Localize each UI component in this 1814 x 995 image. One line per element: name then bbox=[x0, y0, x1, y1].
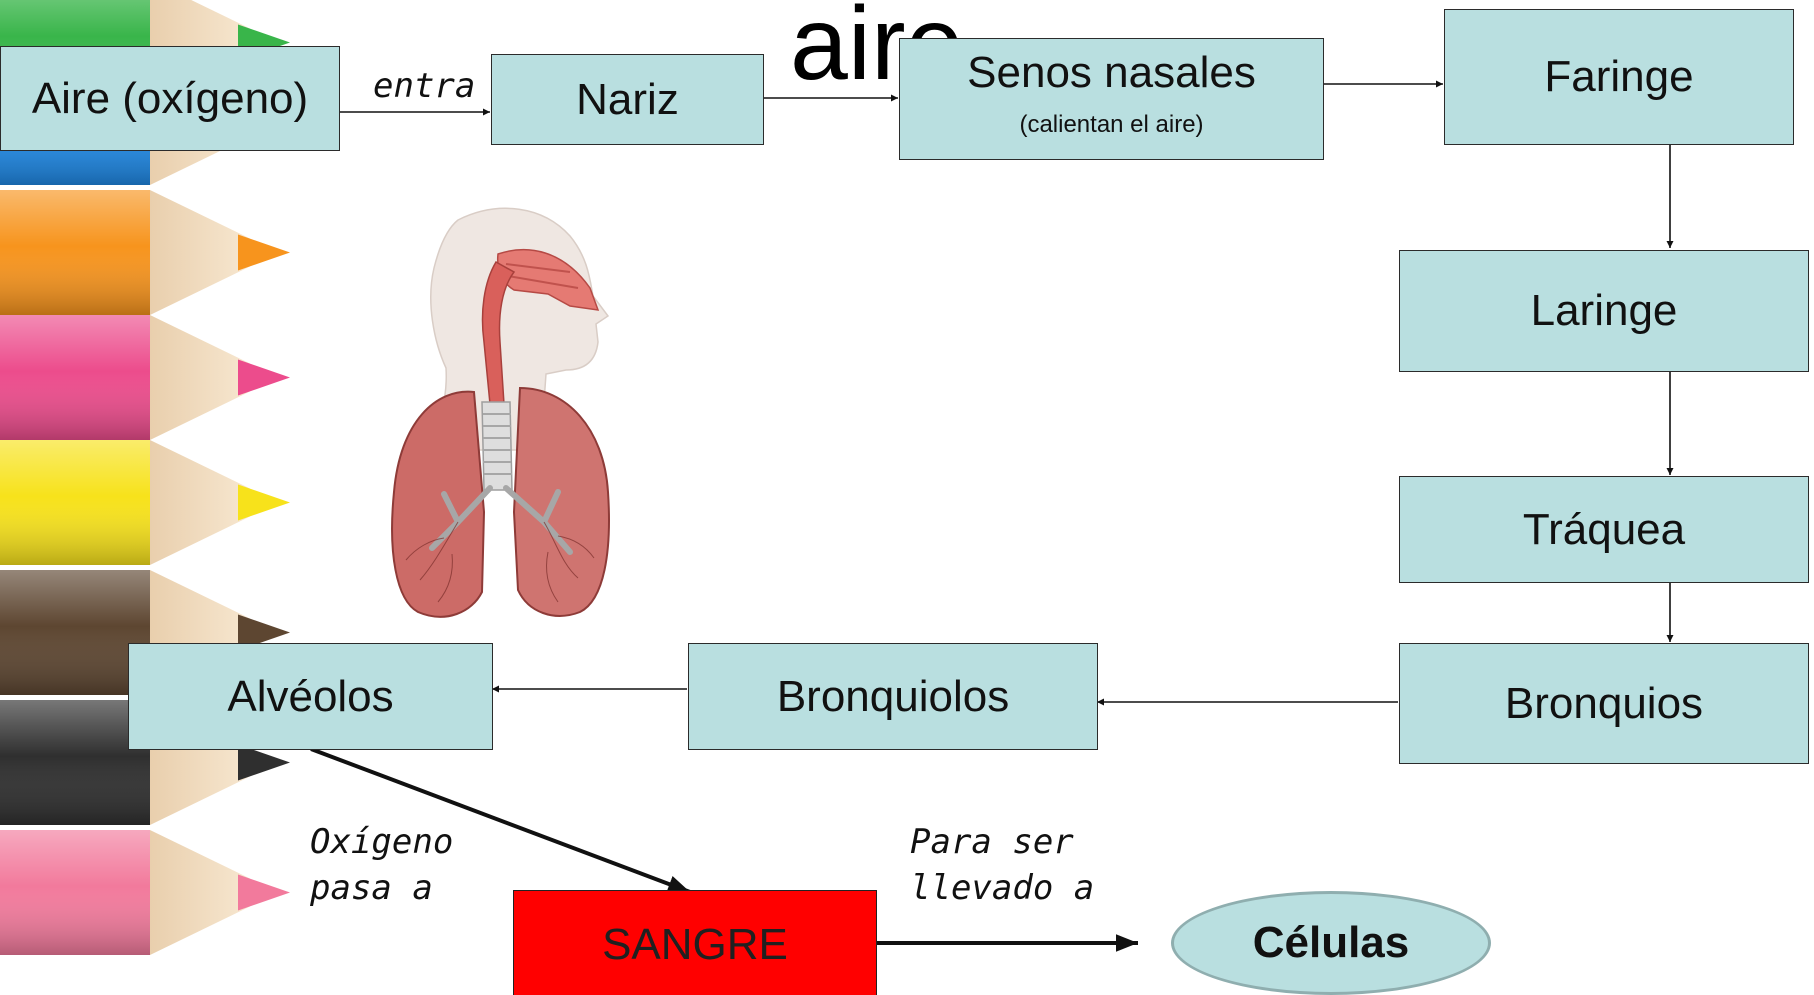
label-entra: entra bbox=[373, 66, 476, 106]
node-senos-nasales-label: Senos nasales bbox=[967, 48, 1256, 97]
node-aire-oxigeno-label: Aire (oxígeno) bbox=[31, 73, 309, 123]
pencil-decoration bbox=[0, 830, 290, 955]
label-para-ser-llevado-a: Para ser llevado a bbox=[910, 820, 1094, 912]
label-para-line-1: Para ser bbox=[910, 822, 1074, 862]
node-laringe-label: Laringe bbox=[1530, 286, 1678, 335]
pencil-decoration bbox=[0, 190, 290, 315]
node-senos-nasales: Senos nasales (calientan el aire) bbox=[899, 38, 1324, 160]
node-nariz-label: Nariz bbox=[576, 74, 679, 124]
respiratory-system-illustration bbox=[391, 207, 610, 618]
node-laringe: Laringe bbox=[1399, 250, 1809, 372]
node-faringe-label: Faringe bbox=[1544, 52, 1694, 101]
node-celulas: Células bbox=[1171, 891, 1491, 995]
label-para-line-2: llevado a bbox=[910, 867, 1095, 908]
node-traquea: Tráquea bbox=[1399, 476, 1809, 583]
node-senos-nasales-sublabel: (calientan el aire) bbox=[1019, 111, 1204, 138]
node-traquea-label: Tráquea bbox=[1522, 504, 1686, 554]
node-alveolos: Alvéolos bbox=[128, 643, 493, 750]
node-faringe: Faringe bbox=[1444, 9, 1794, 145]
node-bronquios: Bronquios bbox=[1399, 643, 1809, 764]
node-bronquiolos-label: Bronquiolos bbox=[776, 671, 1010, 721]
label-oxigeno-line-1: Oxígeno bbox=[310, 822, 454, 862]
pencil-decoration bbox=[0, 570, 290, 695]
node-sangre: SANGRE bbox=[513, 890, 877, 995]
node-alveolos-label: Alvéolos bbox=[227, 671, 394, 721]
node-bronquiolos: Bronquiolos bbox=[688, 643, 1098, 750]
node-aire-oxigeno: Aire (oxígeno) bbox=[0, 46, 340, 151]
pencil-decoration bbox=[0, 315, 290, 440]
label-oxigeno-pasa-a: Oxígeno pasa a bbox=[310, 820, 453, 912]
node-bronquios-label: Bronquios bbox=[1504, 678, 1704, 728]
node-celulas-label: Células bbox=[1252, 918, 1410, 967]
label-oxigeno-line-2: pasa a bbox=[310, 867, 433, 908]
node-nariz: Nariz bbox=[491, 54, 764, 145]
pencil-decoration bbox=[0, 440, 290, 565]
node-sangre-label: SANGRE bbox=[602, 920, 788, 969]
